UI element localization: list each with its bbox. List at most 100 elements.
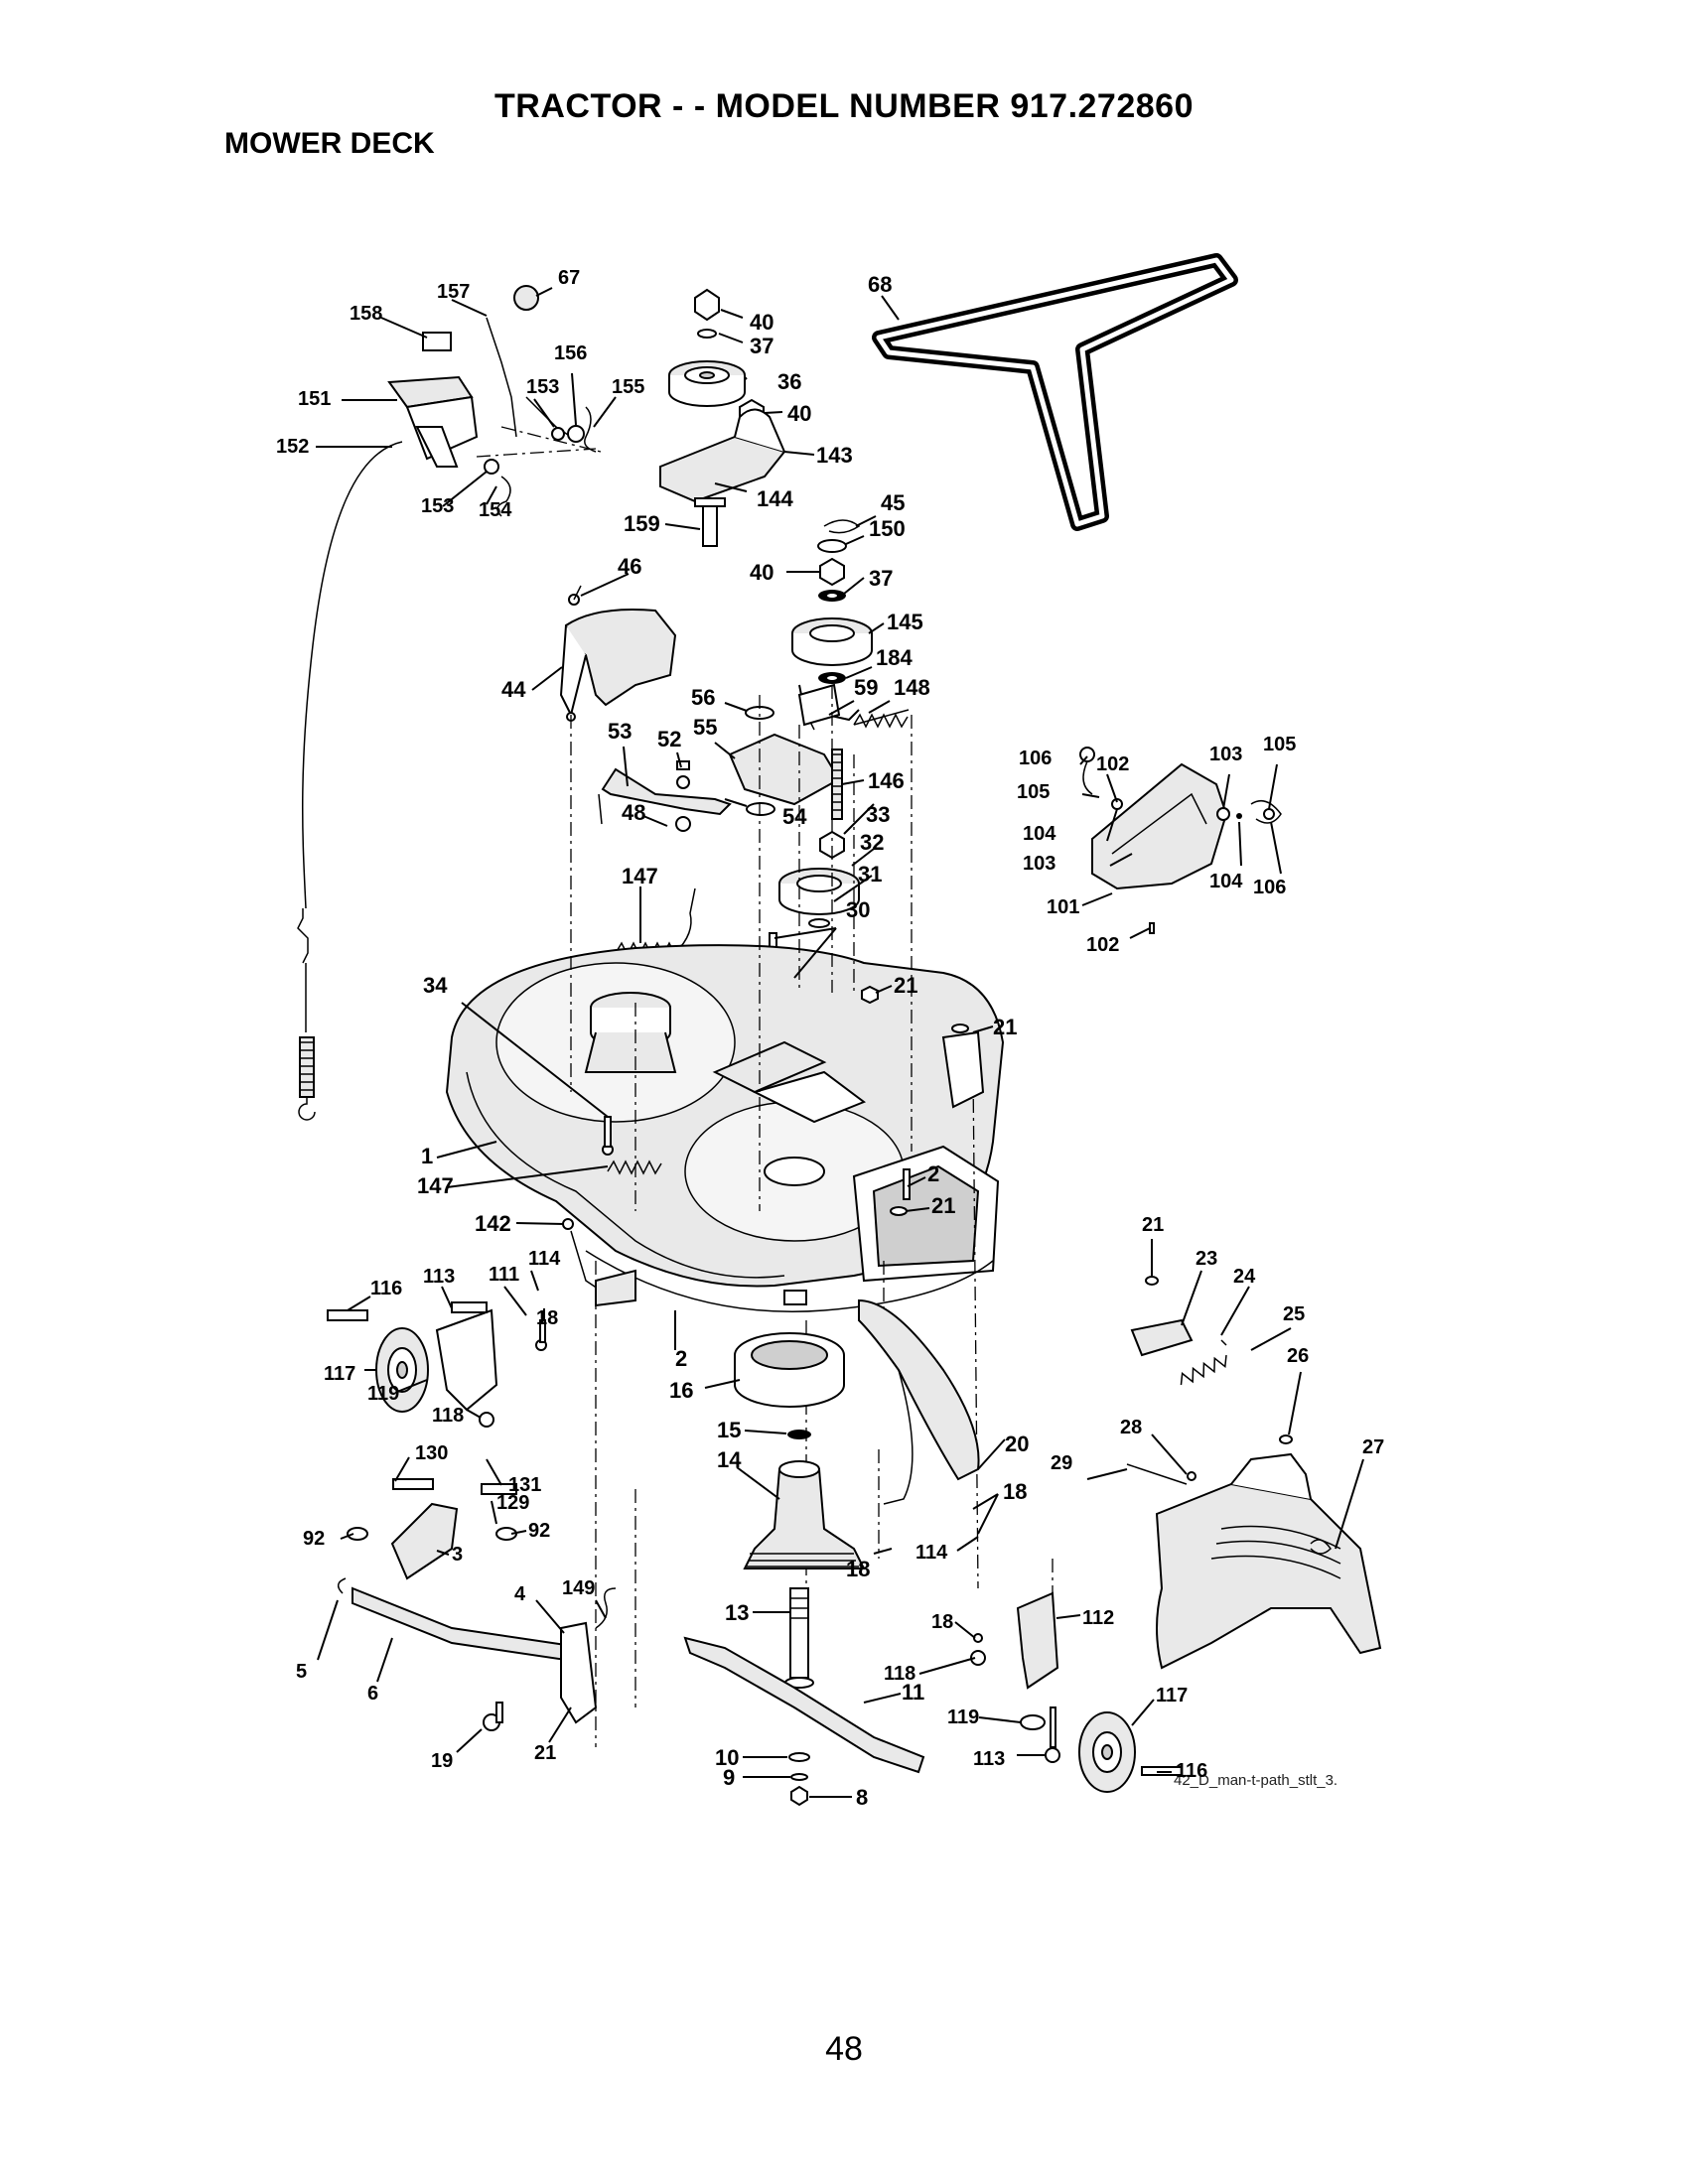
callout-label: 18 [931,1611,953,1633]
callout-label: 119 [367,1383,399,1405]
idler-bracket-part-55 [728,683,843,820]
callout-label: 149 [562,1577,595,1599]
callout-label: 37 [750,334,774,358]
callout-label: 25 [1283,1303,1305,1325]
callout-label: 10 [715,1745,739,1770]
callout-label: 30 [846,897,870,922]
callout-label: 147 [417,1173,454,1198]
callout-label: 118 [884,1663,915,1685]
front-baffle-part-20 [858,1298,980,1505]
callout-label: 56 [691,685,715,710]
discharge-chute-part-27 [1155,1452,1382,1670]
callout-label: 156 [554,342,587,364]
callout-label: 116 [1176,1760,1207,1782]
image-reference: 42_D_man-t-path_stlt_3. [1174,1772,1337,1789]
callout-label: 67 [558,267,580,289]
mower-deck-part-1 [445,944,1005,1312]
blade-part-11 [683,1636,925,1807]
callout-label: 40 [750,310,774,335]
callout-label: 40 [787,401,811,426]
callout-label: 1 [421,1144,433,1168]
callout-label: 144 [757,486,793,511]
callout-label: 130 [415,1442,448,1464]
lift-bracket-part-3 [347,1478,517,1580]
callout-label: 146 [868,768,905,793]
callout-label: 18 [536,1307,558,1329]
callout-label: 21 [1142,1214,1164,1236]
callout-label: 151 [298,388,331,410]
callout-label: 92 [528,1520,550,1542]
callout-label: 154 [479,499,512,521]
callout-label: 3 [452,1544,463,1566]
spindle-part-14 [743,1460,866,1689]
callout-label: 150 [869,516,906,541]
gauge-wheel-left [327,1301,547,1428]
callout-label: 53 [608,719,632,744]
page-title: TRACTOR - - MODEL NUMBER 917.272860 [494,87,1194,125]
callout-label: 21 [993,1015,1017,1039]
lift-cable [297,441,403,1121]
callout-label: 55 [693,715,717,740]
callout-label: 119 [947,1706,979,1728]
callout-label: 46 [618,554,641,579]
callout-label: 11 [902,1680,924,1705]
callout-label: 102 [1086,934,1119,956]
callout-label: 142 [475,1211,511,1236]
callout-label: 104 [1023,823,1056,845]
callout-label: 145 [887,610,923,634]
section-heading: MOWER DECK [224,127,435,160]
callout-label: 129 [496,1492,529,1514]
callout-label: 101 [1047,896,1079,918]
belt-guard-part-44 [559,585,677,722]
callout-label: 143 [816,443,853,468]
callout-label: 152 [276,436,309,458]
callout-label: 158 [350,303,382,325]
callout-label: 48 [622,800,645,825]
callout-label: 21 [534,1742,556,1764]
callout-label: 153 [526,376,559,398]
callout-label: 155 [612,376,644,398]
callout-label: 33 [866,802,890,827]
callout-label: 52 [657,727,681,751]
callout-leader-lines [316,287,1364,1798]
callout-label: 159 [624,511,660,536]
callout-label: 14 [717,1447,742,1472]
callout-label: 116 [370,1278,402,1299]
callout-label: 4 [514,1583,526,1605]
callout-label: 114 [915,1542,948,1564]
callout-label: 2 [675,1346,687,1371]
page-number: 48 [825,2030,863,2068]
callout-label: 31 [858,862,882,887]
callout-label: 2 [927,1161,939,1186]
bracket-part-21-right [861,985,985,1216]
callout-label: 6 [367,1683,378,1705]
callout-label: 29 [1051,1452,1072,1474]
callout-label: 147 [622,864,658,888]
callout-label: 157 [437,281,470,303]
callout-label: 113 [973,1748,1005,1770]
callout-label: 111 [489,1264,519,1286]
callout-label: 106 [1019,748,1052,769]
callout-label: 106 [1253,877,1286,898]
callout-label: 92 [303,1528,325,1550]
callout-label: 26 [1287,1345,1309,1367]
chute-mount-part-23 [1126,1276,1293,1485]
callout-label: 153 [421,495,454,517]
callout-label: 37 [869,566,893,591]
callout-label: 15 [717,1418,741,1442]
spindle-housing-part-16 [734,1332,845,1439]
callout-label: 59 [854,675,878,700]
callout-label: 118 [432,1405,464,1427]
callout-label: 131 [508,1474,541,1496]
idler-pulley-upper [659,288,786,547]
callout-label: 113 [423,1266,455,1288]
chute-deflector-part-101 [1079,747,1282,934]
callout-label: 54 [782,804,807,829]
callout-label: 19 [431,1750,453,1772]
callout-label: 117 [324,1363,355,1385]
belt-part-68 [872,253,1238,531]
callout-label: 24 [1233,1266,1256,1288]
callout-label: 34 [423,973,448,998]
callout-label: 117 [1156,1685,1188,1706]
